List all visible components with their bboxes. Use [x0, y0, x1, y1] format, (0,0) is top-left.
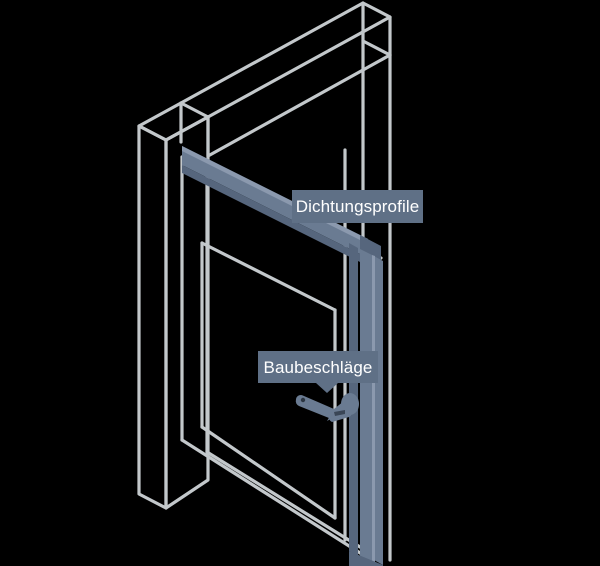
- frame-head-front-top-edge: [179, 1, 365, 105]
- seal-profile-edge-highlight: [372, 255, 375, 562]
- hardware-keyhole: [300, 397, 306, 403]
- hardware-rose: [341, 393, 359, 415]
- door-hardware-group: [295, 393, 359, 422]
- seal-profile-edge-bottom-cap: [349, 551, 383, 566]
- seal-profiles-group: [182, 146, 383, 566]
- callout-baubeschlaege[interactable]: Baubeschläge: [258, 351, 378, 393]
- door-leaf-panel-bottom-edge: [200, 425, 337, 520]
- frame-left-jamb-front-face: [137, 124, 168, 510]
- hardware-escutcheon-plate: [295, 395, 337, 419]
- seal-profile-edge-main-strip: [360, 249, 372, 562]
- door-leaf-panel-top-edge: [200, 241, 337, 312]
- seal-profile-edge-inner-strip: [374, 256, 383, 565]
- frame-head-soffit-edge: [206, 53, 392, 158]
- seal-profile-top-underside: [182, 165, 368, 266]
- callout-dichtungsprofile-label: Dichtungsprofile: [295, 197, 420, 216]
- callout-dichtungsprofile[interactable]: Dichtungsprofile: [292, 190, 423, 223]
- frame-head-inner-top-edge: [206, 15, 392, 119]
- hardware-lever-notch: [334, 410, 345, 416]
- frame-left-jamb-inner-face: [164, 115, 210, 510]
- callout-baubeschlaege-label: Baubeschläge: [263, 357, 373, 377]
- door-leaf-front-face-bottom-edge: [180, 438, 370, 560]
- callout-baubeschlaege-pointer: [316, 383, 338, 393]
